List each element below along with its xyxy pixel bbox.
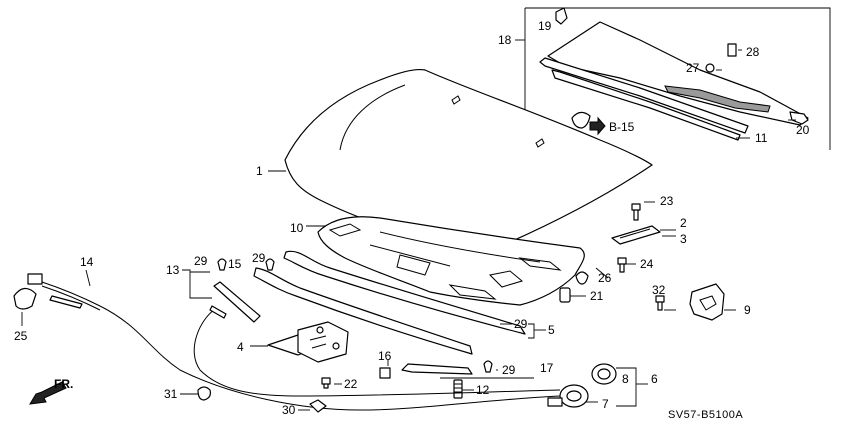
bolt-24 <box>617 257 627 273</box>
callout-12: 12 <box>476 383 490 397</box>
callout-labels: 1 2 3 4 5 6 7 8 9 10 11 12 13 14 15 16 1… <box>14 19 810 417</box>
callout-4: 4 <box>237 340 244 354</box>
callout-27: 27 <box>686 61 700 75</box>
ref-b15: B-15 <box>571 111 635 136</box>
bolt-22 <box>321 377 331 389</box>
callout-25: 25 <box>14 329 28 343</box>
callout-14: 14 <box>80 255 94 269</box>
hood-inner-panel <box>317 216 585 306</box>
cable-sleeve <box>49 295 83 309</box>
callout-2: 2 <box>680 216 687 230</box>
cable-clip-30 <box>309 399 327 413</box>
cable-end <box>547 397 563 407</box>
cowl-lower-strip <box>551 69 741 141</box>
callout-29-b: 29 <box>252 251 266 265</box>
cable-hook <box>209 305 227 319</box>
cowl-clip-28 <box>727 43 737 57</box>
callout-29-d: 29 <box>502 363 516 377</box>
buffer-parts <box>379 367 463 399</box>
hood-stay <box>401 363 473 375</box>
hood-rear-seal <box>283 250 526 335</box>
callout-10: 10 <box>290 221 304 235</box>
release-handle-group <box>267 321 349 389</box>
hood-seal-group <box>253 250 526 355</box>
hood-latch <box>689 283 725 321</box>
callout-18: 18 <box>498 33 512 47</box>
front-label: FR. <box>54 377 73 391</box>
callout-3: 3 <box>680 232 687 246</box>
hood-front-seal <box>253 267 473 355</box>
callout-28: 28 <box>746 45 760 59</box>
callout-8: 8 <box>622 372 629 386</box>
cable-clamp-25 <box>13 287 37 310</box>
cable-clip-31 <box>197 386 211 401</box>
hood-inner-group <box>317 216 585 306</box>
cowl-clip-20 <box>789 111 809 125</box>
callout-26: 26 <box>598 271 612 285</box>
ref-arrow-icon <box>589 116 606 136</box>
spring-12 <box>453 379 463 399</box>
cowl-seal-strip <box>539 57 749 134</box>
release-cable <box>41 281 561 411</box>
bolt-23 <box>631 203 641 221</box>
cowl-top-group <box>515 7 831 151</box>
callout-22: 22 <box>344 377 358 391</box>
hinge-group <box>611 201 676 245</box>
callout-21: 21 <box>590 289 604 303</box>
ref-label: B-15 <box>609 120 635 134</box>
hood-stay-group <box>401 360 493 375</box>
callout-31: 31 <box>164 387 178 401</box>
clip-26 <box>575 271 589 285</box>
callout-30: 30 <box>282 403 296 417</box>
hood-hinge <box>611 225 661 245</box>
cowl-clip-19 <box>555 7 568 25</box>
cowl-top-grille <box>664 85 771 113</box>
callout-23: 23 <box>660 194 674 208</box>
buffer-16 <box>379 367 391 379</box>
diagram-code: SV57-B5100A <box>668 409 743 421</box>
front-arrow-icon <box>29 381 67 405</box>
cable-group <box>13 273 561 413</box>
hood-latch-group <box>655 283 725 321</box>
callout-17: 17 <box>540 361 554 375</box>
callout-11: 11 <box>755 131 768 145</box>
hood-side-seal <box>213 281 261 323</box>
callout-9: 9 <box>744 303 751 317</box>
callout-20: 20 <box>796 123 810 137</box>
clip-15 <box>265 258 275 271</box>
callout-7: 7 <box>602 397 609 411</box>
callout-15: 15 <box>228 257 242 271</box>
bolt-32 <box>655 295 665 311</box>
release-lever-housing <box>297 321 349 363</box>
callout-19: 19 <box>538 19 552 33</box>
callout-32: 32 <box>652 283 666 297</box>
callout-5: 5 <box>548 323 555 337</box>
callout-16: 16 <box>378 349 392 363</box>
callout-1: 1 <box>256 164 263 178</box>
stud-21 <box>559 287 571 303</box>
side-bracket-group <box>190 258 275 323</box>
leader-lines <box>21 49 796 411</box>
callout-13: 13 <box>166 263 180 277</box>
callout-6: 6 <box>651 372 658 386</box>
release-cable-upper <box>193 309 561 397</box>
clip-29-a <box>217 258 227 271</box>
front-indicator: FR. <box>29 377 73 405</box>
cowl-clip-27 <box>705 63 715 73</box>
callout-29-a: 29 <box>194 254 208 268</box>
clip-29-d <box>483 360 493 373</box>
callout-24: 24 <box>640 257 654 271</box>
callout-29-c: 29 <box>514 317 528 331</box>
